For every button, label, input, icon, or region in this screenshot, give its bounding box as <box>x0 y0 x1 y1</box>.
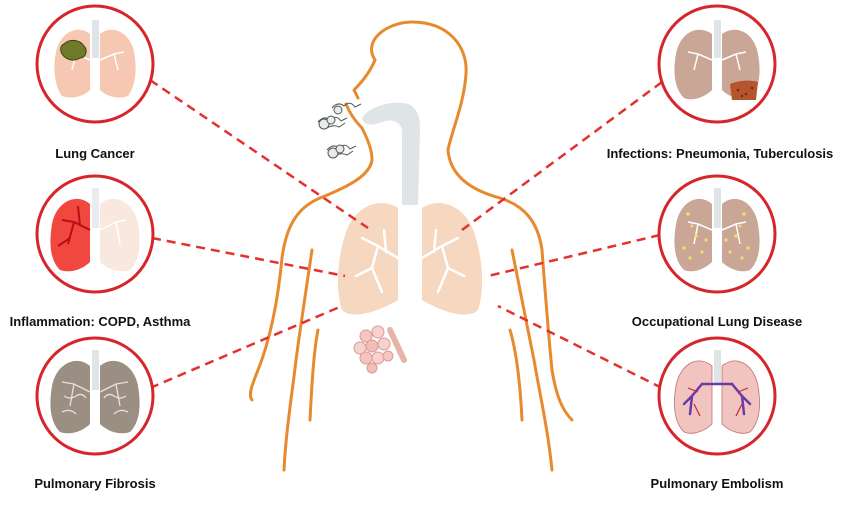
central-lungs <box>337 202 483 315</box>
label-occupational-lung-disease: Occupational Lung Disease <box>631 314 803 329</box>
pulmonary-embolism-circle <box>657 336 777 456</box>
inflammation-circle <box>35 174 155 294</box>
trachea <box>362 102 420 205</box>
pulmonary-fibrosis-circle <box>35 336 155 456</box>
circle-border <box>657 336 777 456</box>
circle-border <box>657 4 777 124</box>
lung-cancer-circle <box>35 4 155 124</box>
connector-embolism <box>497 304 663 390</box>
human-body-outline <box>248 20 574 472</box>
occupational-lung-disease-circle <box>657 174 777 294</box>
circle-border <box>657 174 777 294</box>
connector-infections <box>461 80 663 232</box>
label-lung-cancer: Lung Cancer <box>55 146 135 161</box>
label-pulmonary-embolism: Pulmonary Embolism <box>650 476 784 491</box>
exhaled-breath-icon <box>317 102 362 159</box>
circle-border <box>35 4 155 124</box>
label-pulmonary-fibrosis: Pulmonary Fibrosis <box>34 476 156 491</box>
label-inflammation: Inflammation: COPD, Asthma <box>9 314 191 329</box>
connector-lines <box>149 78 663 390</box>
connector-inflammation <box>151 236 346 278</box>
connector-fibrosis <box>149 304 343 390</box>
circle-border <box>35 174 155 294</box>
infections-circle <box>657 4 777 124</box>
label-infections: Infections: Pneumonia, Tuberculosis <box>606 146 834 161</box>
circle-border <box>35 336 155 456</box>
alveoli-icon <box>353 325 407 374</box>
